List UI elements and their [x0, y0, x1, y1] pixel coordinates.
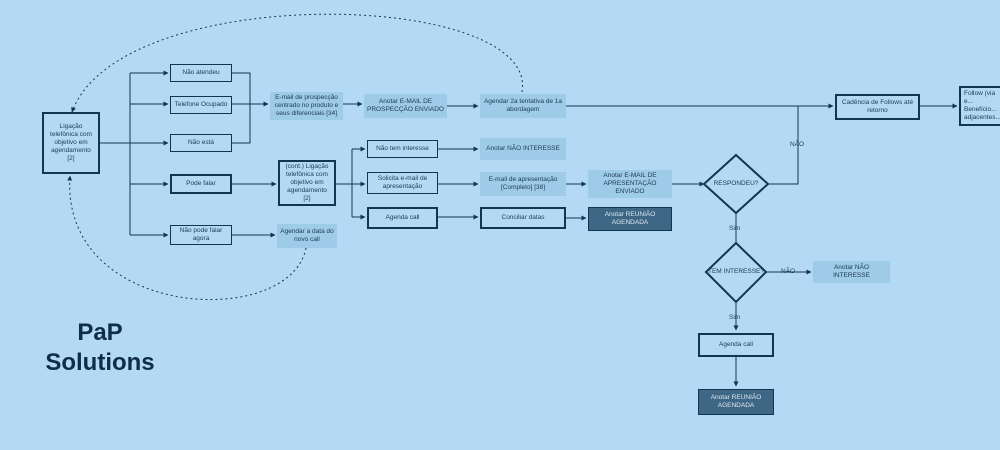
node-follow[interactable]: Follow (via e... Benefício... adjacentes… [959, 86, 1000, 126]
node-nao-pode-falar[interactable]: Não pode falar agora [170, 225, 232, 245]
node-anotar-reuniao-2[interactable]: Anotar REUNIÃO AGENDADA [698, 389, 774, 415]
node-anotar-prospeccao[interactable]: Anotar E-MAIL DE PROSPECÇÃO ENVIADO [364, 94, 447, 118]
node-nao-atendeu[interactable]: Não atendeu [170, 64, 232, 82]
edge-loop-bottom [67, 175, 307, 301]
edge-label-sim-2: Sim [729, 314, 741, 321]
node-nao-esta[interactable]: Não está [170, 134, 232, 152]
respondeu-diamond [702, 153, 770, 215]
edge-label-nao-1: NÃO [790, 141, 805, 148]
brand-line-1: PaP [77, 319, 123, 346]
node-anotar-apresentacao[interactable]: Anotar E-MAIL DE APRESENTAÇÃO ENVIADO [588, 170, 672, 198]
node-agendar-data[interactable]: Agendar a data do novo call [277, 224, 337, 248]
node-conciliar-datas[interactable]: Conciliar datas [480, 207, 566, 229]
node-anotar-nao-interesse-2[interactable]: Anotar NÃO INTERESSE [813, 261, 890, 283]
tem-interesse-diamond [704, 241, 768, 304]
node-agenda-call-1[interactable]: Agenda call [367, 207, 438, 229]
node-cont-ligacao[interactable]: (cont.) Ligação telefônica com objetivo … [278, 160, 336, 206]
node-nao-tem-interesse[interactable]: Não tem interesse [367, 140, 438, 158]
node-telefone-ocupado[interactable]: Telefone Ocupado [170, 96, 232, 114]
start-node[interactable]: Ligação telefônica com objetivo em agend… [42, 112, 100, 174]
edge-label-nao-2: NÃO [781, 268, 796, 275]
node-solicita-email[interactable]: Solicita e-mail de apresentação [367, 172, 438, 194]
decision-respondeu-label: RESPONDEU? [713, 179, 759, 187]
edge-merge-prospeccao [232, 72, 251, 144]
edge-respondeu-nao [768, 106, 799, 185]
node-email-apresentacao[interactable]: E-mail de apresentação [Completo] [38] [480, 172, 566, 196]
node-email-prospeccao[interactable]: E-mail de prospecção centrado no produto… [270, 92, 343, 120]
brand-line-2: Solutions [45, 349, 155, 376]
decision-tem-interesse-label: TEM INTERESSE? [708, 267, 764, 275]
node-anotar-nao-interesse-1[interactable]: Anotar NÃO INTERESSE [480, 138, 566, 160]
node-pode-falar[interactable]: Pode falar [170, 174, 232, 194]
edge-label-sim-1: Sim [729, 225, 741, 232]
node-agenda-call-2[interactable]: Agenda call [698, 333, 774, 357]
node-anotar-reuniao-1[interactable]: Anotar REUNIÃO AGENDADA [588, 207, 672, 231]
node-agendar-2a[interactable]: Agendar 2a tentativa de 1a abordagem [480, 94, 566, 118]
node-cadencia[interactable]: Cadência de Follows até retorno [835, 94, 920, 120]
brand-logo-text: PaP Solutions [30, 318, 170, 378]
